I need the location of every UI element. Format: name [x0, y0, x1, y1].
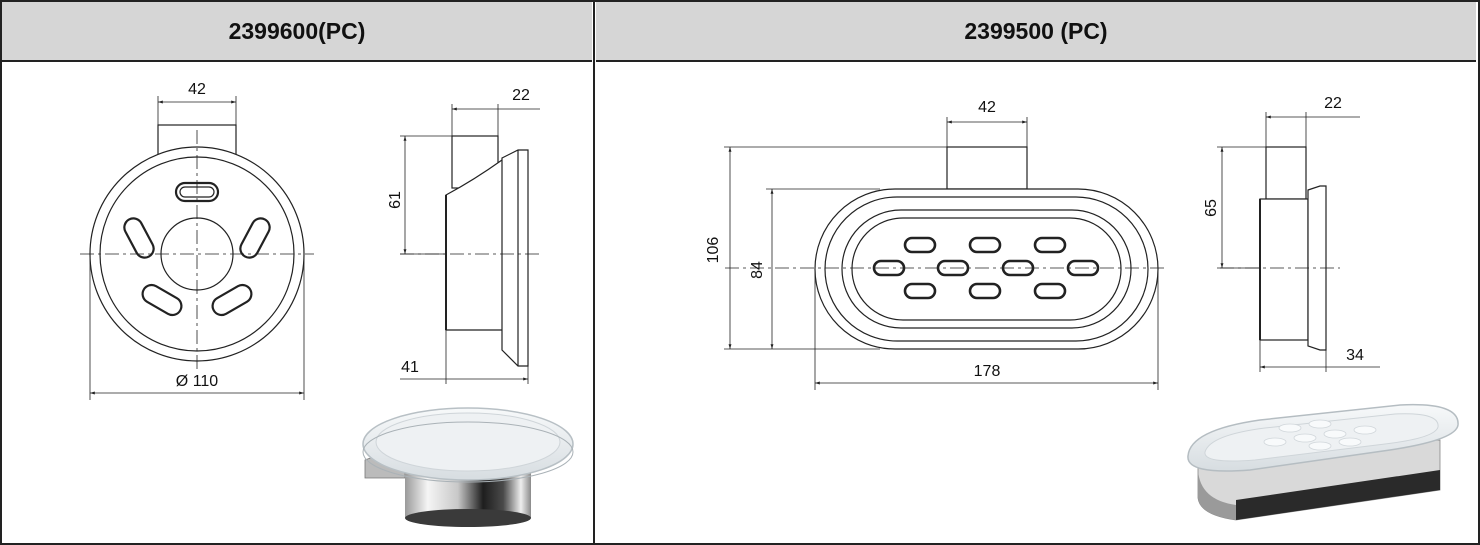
dim-depth-1: 22: [512, 87, 530, 104]
side-view-round: [400, 104, 540, 384]
dim-projection-1: 41: [401, 359, 419, 376]
product-code-1: 2399600(PC): [228, 17, 366, 44]
oval-slots: [872, 236, 1100, 300]
side-view-oval: [1217, 112, 1380, 372]
product-photo-round: [362, 407, 574, 527]
front-view-oval: [724, 117, 1165, 390]
dim-depth-2: 22: [1324, 95, 1342, 112]
dim-height-2: 65: [1203, 199, 1220, 217]
header-product-1: 2399600(PC): [2, 2, 592, 62]
header-product-2: 2399500 (PC): [596, 2, 1476, 62]
product-code-2: 2399500 (PC): [964, 17, 1108, 44]
dim-projection-2: 34: [1346, 347, 1364, 364]
dim-outer-height-2: 106: [705, 237, 722, 264]
dim-inner-height-2: 84: [749, 261, 766, 279]
dim-height-1: 61: [387, 191, 404, 209]
front-view-round: [80, 96, 314, 400]
dim-width-2: 178: [974, 363, 1001, 380]
dim-mount-width-2: 42: [978, 99, 996, 116]
product-photo-oval: [1187, 403, 1459, 521]
dim-mount-width-1: 42: [188, 81, 206, 98]
dim-diameter-1: Ø 110: [176, 373, 219, 390]
